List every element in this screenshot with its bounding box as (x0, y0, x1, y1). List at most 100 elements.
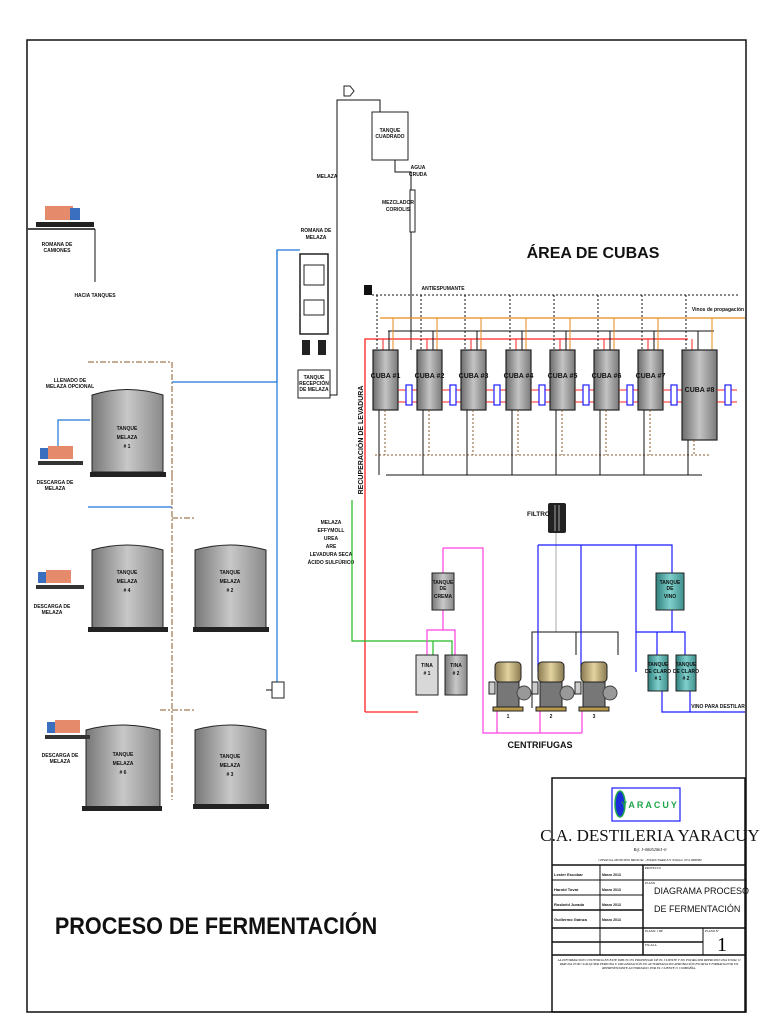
label: TINA (450, 663, 462, 669)
cuba-label: CUBA #8 (685, 387, 715, 394)
centrifuge-1: 1 (488, 661, 532, 720)
label: ESCALA (645, 943, 658, 947)
label: MELAZA (117, 579, 138, 585)
label: # 4 (124, 588, 131, 594)
label: EFFYMOLL (318, 528, 345, 534)
cuba-label: CUBA #2 (415, 373, 445, 380)
label: CORIOLIS (386, 207, 411, 213)
molasses-tank-6: TANQUE MELAZA # 6 (82, 724, 162, 811)
label: MELAZA (45, 486, 66, 492)
label: LEVADURA SECA (310, 552, 353, 558)
label: TINA (421, 663, 433, 669)
heat-exchanger (582, 384, 590, 406)
cuba-6: CUBA #6 (592, 295, 639, 475)
label: CUADRADO (375, 134, 404, 140)
label: TANQUE (660, 580, 681, 586)
centrifuge-number: 3 (593, 714, 596, 720)
cuba-4: CUBA #4 (504, 295, 551, 475)
tina-1: TINA# 1 (415, 654, 439, 696)
person-name: Lester Escobar (554, 872, 583, 877)
label: TANQUE (117, 426, 138, 432)
label: ÁCIDO SULFÚRICO (308, 559, 355, 566)
label: DESCARGA DE (42, 753, 79, 759)
label: HACIA TANQUES (74, 293, 116, 299)
label: TANQUE (433, 580, 454, 586)
transfer-piping (160, 475, 195, 800)
label: # 2 (227, 588, 234, 594)
label: PLANO: 1 DE (645, 929, 663, 933)
label: TANQUE (676, 662, 697, 668)
person-date: Marzo 2013 (602, 888, 621, 892)
cuba-label: CUBA #7 (636, 373, 666, 380)
label: TANQUE (220, 570, 241, 576)
molasses-line (330, 99, 381, 396)
pump (271, 681, 285, 699)
molasses-tank-2: TANQUE MELAZA # 2 (193, 544, 269, 632)
label: DESCARGA DE (34, 604, 71, 610)
label: PROYECTO (645, 866, 662, 870)
area-title: ÁREA DE CUBAS (527, 243, 660, 262)
cuba-label: CUBA #3 (459, 373, 489, 380)
person-name: Rosbeld Jurado (554, 902, 585, 907)
label: ROMANA DE (301, 228, 332, 234)
label: PLANO (645, 881, 656, 885)
label: # 3 (227, 772, 234, 778)
cuba-label: CUBA #5 (548, 373, 578, 380)
label: CAMIONES (44, 248, 72, 254)
drawing-frame (26, 39, 747, 1013)
cuba-8: CUBA #8 (681, 295, 737, 475)
heat-exchanger (449, 384, 457, 406)
label: TANQUE (648, 662, 669, 668)
centrifuge-2: 2 (531, 661, 575, 720)
label: # 6 (120, 770, 127, 776)
heat-exchanger (538, 384, 546, 406)
label: MELAZA (117, 435, 138, 441)
molasses-tank-1: TANQUE MELAZA # 1 (88, 361, 173, 477)
cuba-7: CUBA #7 (636, 295, 683, 475)
label: FILTRO (527, 511, 550, 518)
address: CHIVACOA, MUNICIPIO BRUZUAL - ESTADO YAR… (598, 858, 702, 863)
coriolis-mixer (409, 189, 416, 233)
label: CREMA (434, 594, 453, 600)
drawing-title: DE FERMENTACIÓN (654, 904, 740, 914)
centrifuge-number: 2 (550, 714, 553, 720)
label: ARE (326, 544, 337, 550)
label: LLENADO DE (54, 378, 87, 384)
label: TANQUE (113, 752, 134, 758)
label: # 1 (124, 444, 131, 450)
person-date: Marzo 2013 (602, 873, 621, 877)
person-name: Harold Tovar (554, 887, 579, 892)
label: # 1 (655, 676, 662, 682)
label: TANQUE (380, 128, 401, 134)
label: CRUDA (409, 172, 427, 178)
heat-exchanger (670, 384, 678, 406)
sheet-number: 1 (717, 934, 727, 956)
label: DE CLARO (673, 669, 699, 675)
cuba-label: CUBA #6 (592, 373, 622, 380)
label: Vinos de propagación (692, 307, 744, 313)
label: VINO (664, 594, 676, 600)
label: AGUA (411, 165, 426, 171)
label: TANQUE (304, 375, 325, 381)
centrifuge-number: 1 (507, 714, 510, 720)
label: ANTIESPUMANTE (421, 286, 465, 292)
tina-2: TINA# 2 (444, 654, 468, 696)
person-date: Marzo 2013 (602, 903, 621, 907)
filter: FILTRO (527, 503, 566, 533)
cuba-3: CUBA #3 (459, 295, 506, 475)
antifoam-tank (364, 285, 372, 295)
rif: Rif. J-00052061-0 (633, 847, 667, 852)
label: MELAZA (220, 763, 241, 769)
cuba-2: CUBA #2 (415, 295, 462, 475)
